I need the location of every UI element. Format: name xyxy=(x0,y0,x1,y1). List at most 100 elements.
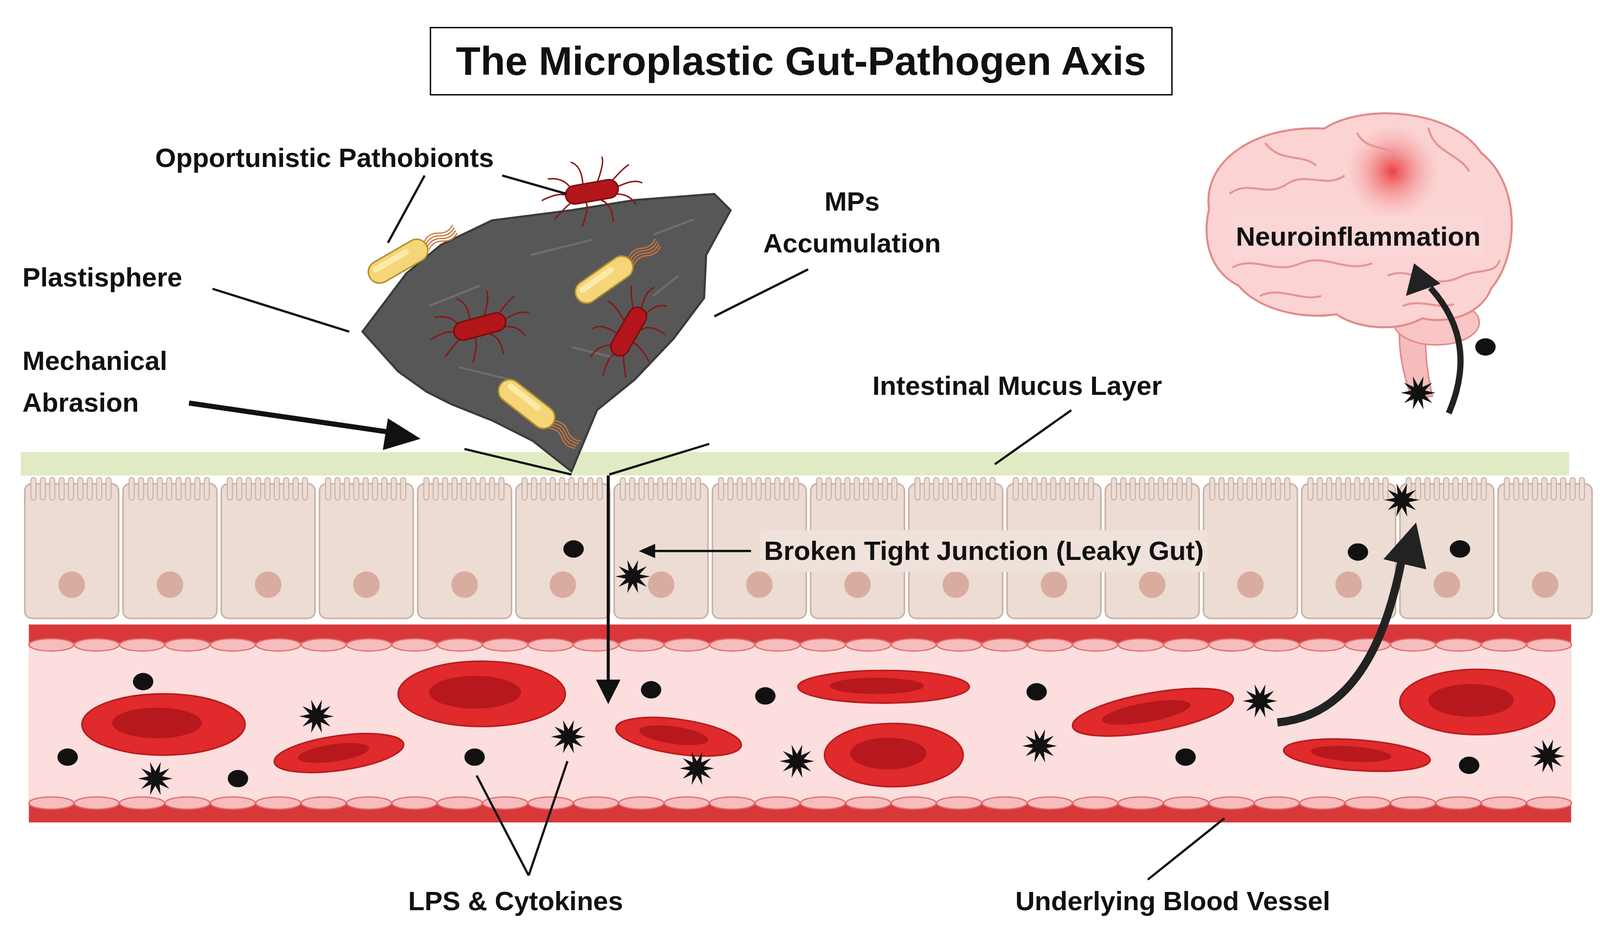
lps-dot xyxy=(132,672,154,691)
pathobiont-bacillus xyxy=(364,218,460,288)
translocation-arrow xyxy=(596,475,621,704)
endothelial-cell xyxy=(255,638,301,651)
cytokine-star xyxy=(551,719,586,753)
brain-arrow xyxy=(1405,263,1461,414)
endothelial-cell xyxy=(1072,638,1118,651)
endothelial-cell xyxy=(437,796,483,810)
brain-illustration xyxy=(1206,113,1512,400)
endothelial-cell xyxy=(1254,638,1300,651)
blood-vessel xyxy=(28,624,1572,823)
epithelial-cell xyxy=(122,477,217,618)
endothelial-cell xyxy=(573,796,619,810)
pathobiont-bacillus xyxy=(494,375,586,454)
endothelial-cell xyxy=(891,796,937,810)
endothelial-cell xyxy=(754,638,800,651)
epithelial-cell xyxy=(1498,477,1593,618)
endothelial-cell xyxy=(391,638,437,651)
endothelial-cell xyxy=(346,638,392,651)
callout-label: LPS & Cytokines xyxy=(408,880,624,922)
endothelial-cell xyxy=(664,638,710,651)
cerebrum xyxy=(1206,113,1512,328)
leader-line xyxy=(653,549,752,553)
red-blood-cell xyxy=(271,726,407,779)
endothelial-cell xyxy=(1345,796,1391,810)
leader-lines xyxy=(212,175,1225,880)
red-blood-cell xyxy=(398,660,566,727)
endothelial-cell xyxy=(619,796,665,810)
pathobiont-rod xyxy=(422,281,538,372)
callout-label: Plastisphere xyxy=(22,256,183,299)
endothelial-cell xyxy=(619,638,665,651)
callout-label: MPs Accumulation xyxy=(746,180,958,265)
pathobiont-rod xyxy=(574,270,683,393)
endothelial-cell xyxy=(982,638,1028,651)
epithelial-cell xyxy=(516,477,611,618)
endothelial-cell xyxy=(210,796,256,810)
bacteria xyxy=(364,150,683,454)
endothelial-cell xyxy=(1390,638,1436,651)
endothelial-cell xyxy=(1027,638,1073,651)
lps-dot xyxy=(1026,682,1048,701)
endothelial-cell xyxy=(482,638,529,651)
endothelial-cell xyxy=(664,796,710,810)
epithelial-cell xyxy=(1203,477,1298,618)
abrasion-arrow xyxy=(188,402,421,450)
callout-label: Intestinal Mucus Layer xyxy=(872,364,1163,407)
leader-line xyxy=(714,269,809,317)
cytokine-star xyxy=(299,699,334,733)
epithelial-cell xyxy=(614,477,709,618)
cytokine-star xyxy=(1384,483,1420,517)
vessel-lumen xyxy=(28,642,1572,804)
lps-dot xyxy=(1449,540,1471,558)
red-blood-cell xyxy=(613,710,744,763)
cytokine-star xyxy=(779,744,814,778)
pathobiont-rod xyxy=(535,150,648,234)
endothelial-cell xyxy=(1526,796,1572,810)
leader-line xyxy=(994,410,1072,465)
endothelial-cell xyxy=(391,796,437,810)
leader-line xyxy=(388,175,425,243)
callout-label: Broken Tight Junction (Leaky Gut) xyxy=(760,529,1208,572)
endothelium xyxy=(28,638,1572,809)
endothelial-cell xyxy=(255,796,301,810)
endothelial-cell xyxy=(28,638,74,651)
red-blood-cell xyxy=(1400,669,1555,735)
red-blood-cell xyxy=(798,670,970,703)
lps-dot xyxy=(227,769,249,788)
endothelial-cell xyxy=(1254,796,1300,810)
endothelial-cell xyxy=(891,638,937,651)
callout-label: Opportunistic Pathobionts xyxy=(154,137,494,179)
endothelial-cell xyxy=(800,638,846,651)
leader-line xyxy=(1147,818,1225,880)
systemic-arrow xyxy=(1277,522,1427,723)
plastic-texture xyxy=(428,219,695,380)
lps-dot xyxy=(1458,756,1480,774)
epithelial-cell xyxy=(1301,477,1396,618)
cytokine-star xyxy=(1022,729,1058,763)
leader-line xyxy=(476,775,529,875)
cytokine-star xyxy=(1242,684,1278,718)
endothelial-cell xyxy=(210,638,256,651)
endothelial-cell xyxy=(28,796,74,810)
endothelial-cell xyxy=(709,638,755,651)
endothelial-cell xyxy=(528,638,574,651)
endothelial-cell xyxy=(74,796,120,810)
endothelial-cell xyxy=(846,638,892,651)
title-box: The Microplastic Gut-Pathogen Axis xyxy=(429,26,1173,96)
endothelial-cell xyxy=(74,638,120,651)
pathobiont-bacillus xyxy=(570,232,664,307)
endothelial-cell xyxy=(573,638,619,651)
epithelial-cells xyxy=(24,477,1593,618)
lps-dot xyxy=(464,748,485,766)
endothelial-cell xyxy=(346,796,392,810)
vessel-wall xyxy=(28,624,1572,823)
lps-dot xyxy=(754,686,776,705)
leader-line xyxy=(528,761,568,876)
mucus-layer xyxy=(20,451,1569,476)
endothelial-cell xyxy=(1072,796,1118,810)
red-blood-cells xyxy=(82,660,1555,787)
endothelial-cell xyxy=(437,638,483,651)
endothelial-cell xyxy=(1118,796,1164,810)
callout-label: Underlying Blood Vessel xyxy=(1015,880,1331,922)
